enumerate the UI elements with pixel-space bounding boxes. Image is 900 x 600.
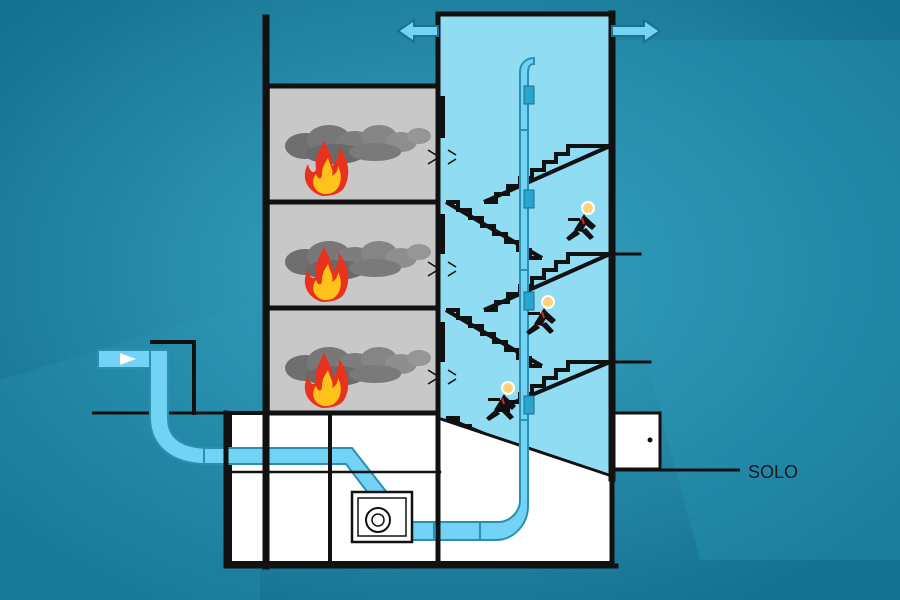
background-shape: [560, 40, 900, 560]
basement-annex: [610, 411, 662, 471]
building-structure: [150, 10, 652, 570]
centrifugal-fan-icon: [350, 490, 414, 544]
double-arrow-icon: [396, 18, 662, 44]
air-leak-arrows: [427, 149, 457, 385]
staircases: [444, 144, 611, 472]
annex-dot: [647, 437, 653, 443]
stair-doors: [440, 96, 445, 362]
inlet-arrow-icon: [120, 353, 136, 365]
duct-outlets: [523, 85, 535, 415]
ground-label: SOLO: [748, 462, 798, 482]
